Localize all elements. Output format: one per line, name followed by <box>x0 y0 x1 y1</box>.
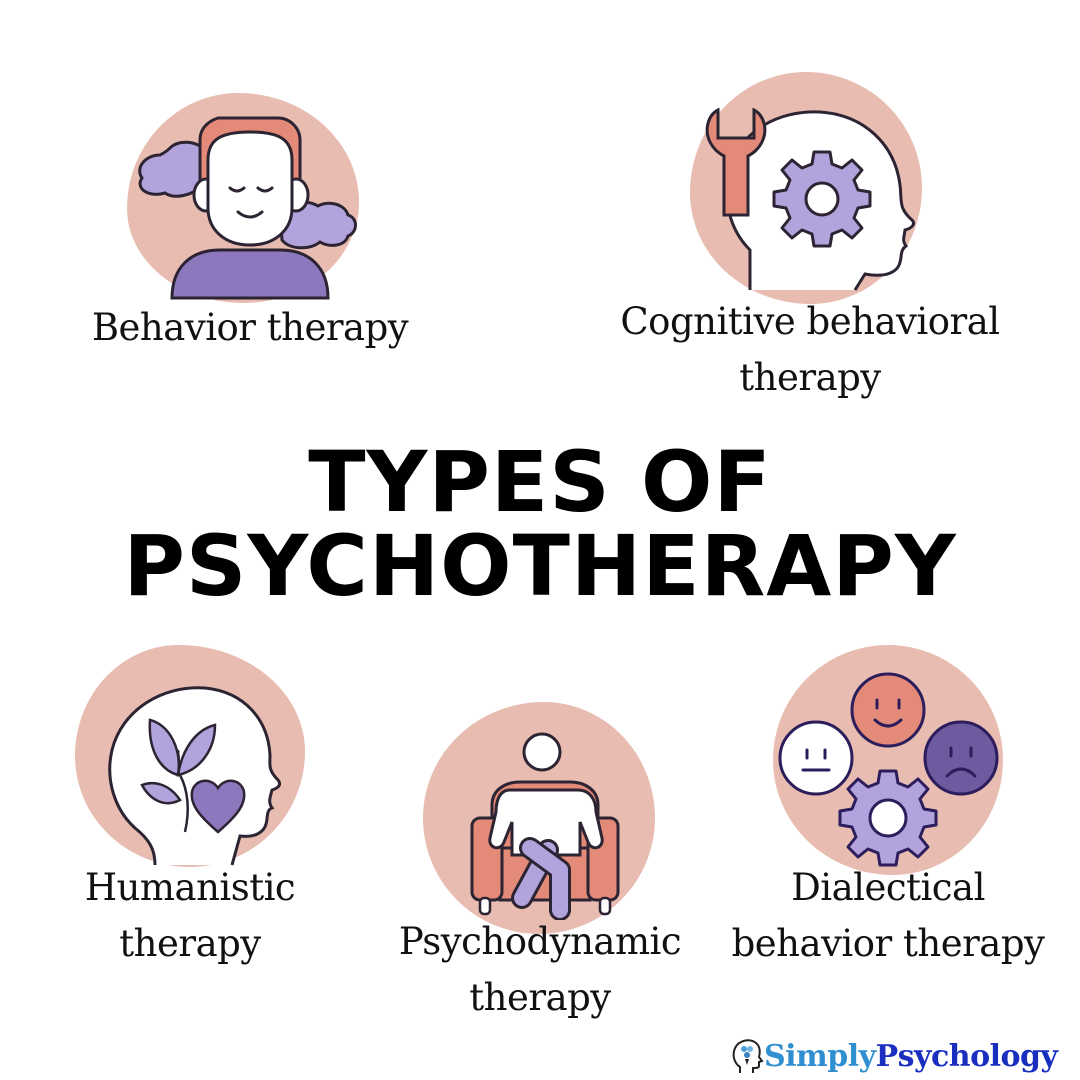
label-line: therapy <box>739 356 881 399</box>
head-gear-wrench-icon <box>705 107 916 291</box>
label-line: Dialectical <box>791 866 985 909</box>
label-line: Psychodynamic <box>398 920 682 963</box>
label-line: Humanistic <box>84 866 296 909</box>
label-line: therapy <box>469 976 611 1019</box>
label-line: Cognitive behavioral <box>620 300 1000 343</box>
simplypsychology-logo[interactable]: Simply Psychology <box>730 1036 1058 1076</box>
label-line: therapy <box>119 922 261 965</box>
head-brain-icon <box>732 1039 764 1073</box>
person-armchair-icon <box>470 732 620 920</box>
psychodynamic-therapy-label: Psychodynamic therapy <box>380 914 700 1026</box>
label-line: behavior therapy <box>731 922 1045 965</box>
title-line-2: PSYCHOTHERAPY <box>123 517 957 615</box>
emotions-gear-icon <box>778 672 999 867</box>
logo-text-simply: Simply <box>764 1038 876 1074</box>
logo-text-psychology: Psychology <box>875 1038 1058 1074</box>
humanistic-therapy-label: Humanistic therapy <box>60 860 320 972</box>
page-title: TYPES OF PSYCHOTHERAPY <box>0 438 1080 610</box>
title-line-1: TYPES OF <box>308 433 772 531</box>
head-plant-heart-icon <box>108 686 282 866</box>
behavior-therapy-label: Behavior therapy <box>80 300 420 356</box>
dialectical-behavior-therapy-label: Dialectical behavior therapy <box>720 860 1056 972</box>
cognitive-behavioral-therapy-label: Cognitive behavioral therapy <box>600 294 1020 406</box>
label-line: Behavior therapy <box>91 306 409 349</box>
person-relaxing-clouds-icon <box>138 116 357 300</box>
